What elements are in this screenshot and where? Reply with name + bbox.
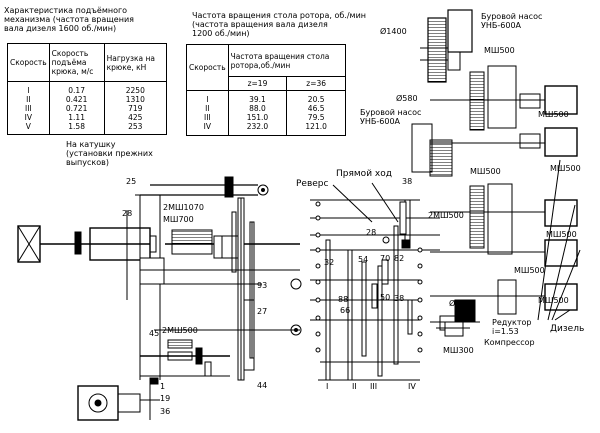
- shaft-2: II: [352, 382, 357, 391]
- gear-66: 66: [340, 306, 351, 315]
- label-pump-top: Буровой насос УНБ-600А: [481, 12, 543, 30]
- gear-28b: 28: [366, 228, 377, 237]
- hoist-hook-speed-values: 0.17 0.421 0.721 1.11 1.58: [65, 85, 88, 131]
- label-msh1070: 2МШ1070: [163, 203, 204, 212]
- label-reverse: Реверс: [296, 179, 329, 189]
- diesel-units: [411, 65, 581, 331]
- label-msh500-g: МШ500: [514, 266, 545, 275]
- label-diesel: Дизель: [550, 324, 585, 334]
- label-direct: Прямой ход: [336, 169, 392, 179]
- gear-27: 27: [257, 307, 268, 316]
- gear-44: 44: [257, 381, 268, 390]
- pump-top: [420, 9, 473, 83]
- label-msh500-b: МШ500: [538, 110, 569, 119]
- gear-1: 1: [160, 382, 166, 391]
- label-msh300: МШ300: [443, 346, 474, 355]
- gear-45: 45: [149, 329, 160, 338]
- label-pump-mid: Буровой насос УНБ-600А: [360, 108, 422, 126]
- gear-38b: 38: [394, 294, 405, 303]
- shaft-1: I: [326, 382, 329, 391]
- rotor-caption: Частота вращения стола ротора, об./мин (…: [192, 11, 367, 38]
- rotor-z36-values: 20.5 46.5 79.5 121.0: [305, 95, 327, 131]
- label-d580: Ø580: [396, 94, 418, 103]
- shaft-3: III: [370, 382, 378, 391]
- label-d1400: Ø1400: [380, 27, 407, 36]
- label-reducer: Редуктор i=1.53: [492, 318, 532, 336]
- hoist-caption: Характеристика подъёмного механизма (час…: [4, 6, 134, 33]
- gear-19: 19: [160, 394, 171, 403]
- gear-93: 93: [257, 281, 268, 290]
- hoist-table: Скорость Скорость подъёма крюка, м/с Наг…: [7, 43, 168, 135]
- gear-28a: 28: [122, 209, 133, 218]
- gear-32: 32: [324, 258, 335, 267]
- label-d500: Ø500: [449, 299, 471, 308]
- gear-25: 25: [126, 177, 137, 186]
- rotor-z19-values: 39.1 88.0 151.0 232.0: [246, 95, 269, 131]
- hoist-header-speed: Скорость: [7, 43, 50, 82]
- label-msh500-c: МШ500: [550, 164, 581, 173]
- rotor-speeds: I II III IV: [203, 95, 211, 131]
- gear-88: 88: [338, 295, 349, 304]
- label-2msh500-left: 2МШ500: [162, 326, 198, 335]
- gear-50: 50: [380, 293, 391, 302]
- gear-36: 36: [160, 407, 171, 416]
- label-msh700: МШ700: [163, 215, 194, 224]
- gear-38: 38: [402, 177, 413, 186]
- label-compressor: Компрессор: [484, 338, 535, 347]
- label-msh500-f: 2МШ500: [428, 211, 464, 220]
- rotor-table: Скорость Частота вращения стола ротора,о…: [186, 44, 347, 136]
- label-msh500-a: МШ500: [484, 46, 515, 55]
- label-msh500-h: МШ500: [538, 296, 569, 305]
- gear-82: 82: [394, 254, 405, 263]
- shaft-4: IV: [408, 382, 416, 391]
- rotor-header-freq: Частота вращения стола ротора,об./мин: [227, 44, 347, 77]
- hoist-header-hook-speed: Скорость подъёма крюка, м/с: [48, 43, 105, 82]
- clutch-2msh500-left: [140, 339, 230, 377]
- gear-70: 70: [380, 254, 391, 263]
- label-msh500-d: МШ500: [470, 167, 501, 176]
- lift-drum: [17, 225, 157, 263]
- gear-54: 54: [358, 255, 369, 264]
- hoist-load-values: 2250 1310 719 425 253: [125, 85, 145, 131]
- label-to-drum: На катушку (установки прежних выпусков): [66, 140, 153, 167]
- label-msh500-e: МШ500: [546, 230, 577, 239]
- hoist-speeds: I II III IV V: [24, 85, 32, 131]
- gearbox: [310, 182, 440, 381]
